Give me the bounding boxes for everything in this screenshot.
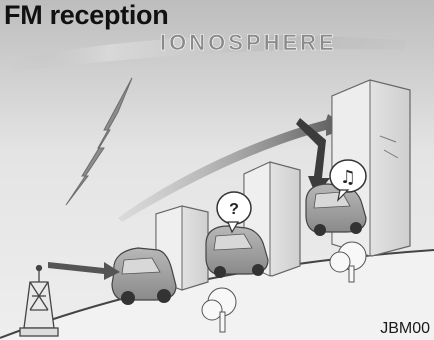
car-front bbox=[112, 248, 176, 305]
music-notes-icon: ♫ bbox=[340, 167, 356, 188]
ionosphere-label: IONOSPHERE bbox=[160, 30, 337, 55]
question-mark-icon: ? bbox=[229, 201, 239, 218]
figure-code: JBM00 bbox=[380, 320, 430, 338]
page-title: FM reception bbox=[4, 0, 168, 30]
